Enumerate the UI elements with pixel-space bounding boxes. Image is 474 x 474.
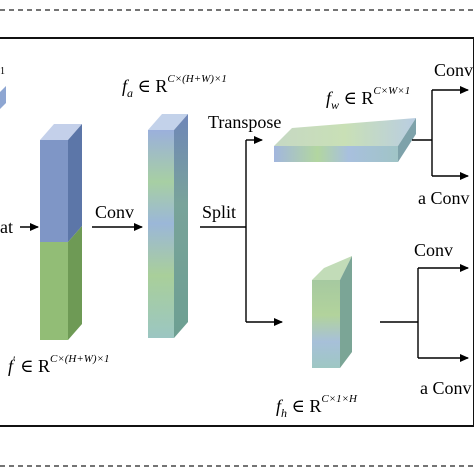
transpose-label: Transpose: [208, 112, 281, 132]
conv-top-right-label: Conv: [434, 60, 473, 80]
fa-block: [148, 114, 188, 338]
fw-right-connector: [412, 86, 469, 180]
frame: [0, 9, 474, 467]
split-label: Split: [202, 202, 236, 222]
fa-math-label: fa ∈ RC×(H+W)×1: [122, 73, 227, 100]
aconv-mid-right-label: a Conv: [418, 188, 470, 208]
fcat-block: [40, 124, 82, 340]
fcat-math-label: f′ ∈ RC×(H+W)×1: [8, 353, 110, 376]
fw-block: [274, 118, 416, 162]
aconv-bottom-right-label: a Conv: [420, 378, 472, 398]
conv-main-label: Conv: [95, 202, 134, 222]
fh-block: [312, 256, 352, 368]
concat-label: at: [0, 217, 13, 237]
fh-math-label: fh ∈ RC×1×H: [276, 393, 358, 420]
split-connector: [200, 136, 283, 326]
fw-math-label: fw ∈ RC×W×1: [326, 85, 410, 112]
corner-block-fragment: [0, 86, 6, 109]
corner-top-label: 1: [0, 66, 5, 77]
fh-right-connector: [380, 264, 469, 362]
conv-lower-right-label: Conv: [414, 240, 453, 260]
